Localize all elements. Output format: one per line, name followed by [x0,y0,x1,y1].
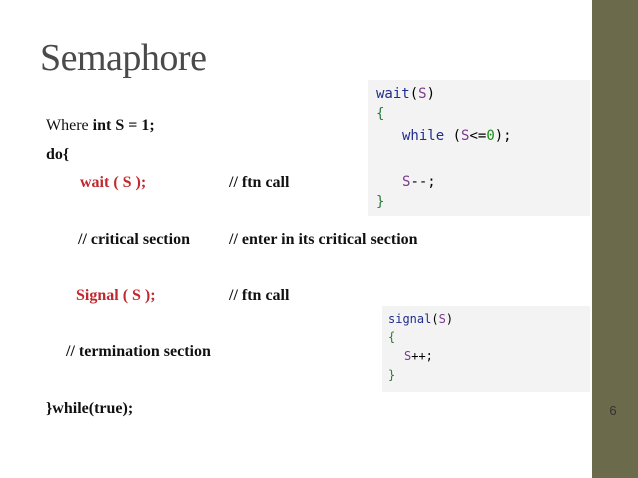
wait-code-line-2: { [376,106,385,122]
signal-code-snippet: signal(S) { S++; } [382,306,590,392]
increment-var: S [404,349,412,363]
signal-code-line-4: } [388,368,396,382]
do-open-line: do{ [46,146,70,163]
wait-call: wait ( S ); [80,174,147,191]
increment-op: ++; [411,349,433,363]
while-op: <= [469,128,487,144]
critical-section-note: // enter in its critical section [229,231,418,248]
wait-arg: S [418,86,427,102]
signal-code-line-1: signal(S) [388,312,454,326]
wait-code-line-1: wait(S) [376,86,436,102]
decrement-op: --; [410,174,436,190]
page-number-right-bracket [623,396,630,426]
page-number-left-bracket [596,396,603,426]
declaration-line: Where int S = 1; [46,117,155,135]
page-number: 6 [596,396,630,426]
page-number-text: 6 [609,402,617,418]
decrement-var: S [402,174,411,190]
signal-code-line-3: S++; [404,349,433,363]
signal-call: Signal ( S ); [76,287,156,304]
termination-section-comment: // termination section [66,343,211,360]
critical-section-comment: // critical section [78,231,190,248]
while-var: S [461,128,470,144]
wait-code-line-4: S--; [402,174,436,190]
wait-code-line-3: while (S<=0); [402,128,512,144]
wait-comment: // ftn call [229,174,290,191]
wait-code-snippet: wait(S) { while (S<=0); S--; } [368,80,590,216]
wait-code-line-5: } [376,194,385,210]
while-num: 0 [486,128,495,144]
signal-code-line-2: { [388,330,396,344]
while-keyword: while [402,128,445,144]
signal-function-name: signal [388,312,432,326]
declaration-code: int S = 1; [92,117,155,134]
slide-title: Semaphore [40,37,207,79]
declaration-prefix: Where [46,117,93,134]
wait-function-name: wait [376,86,410,102]
do-while-end-line: }while(true); [46,400,134,417]
signal-arg: S [438,312,446,326]
signal-comment: // ftn call [229,287,290,304]
